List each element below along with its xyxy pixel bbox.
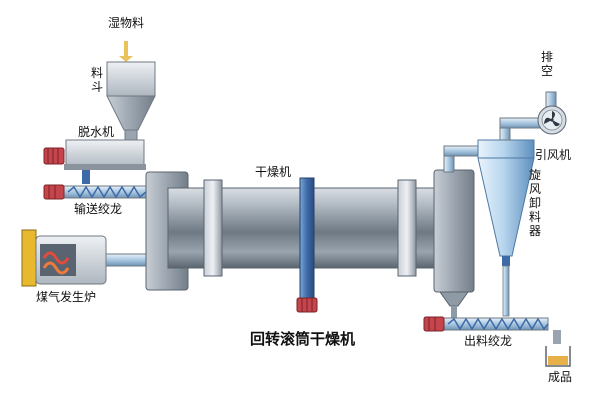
exhaust-label: 排空 (540, 50, 553, 78)
girth-gear (299, 177, 315, 299)
feed-screw-conveyor (43, 184, 151, 200)
finished-product-label: 成品 (548, 370, 573, 384)
wet-material-label: 湿物料 (108, 16, 145, 30)
rotary-drum-dryer (145, 169, 475, 318)
discharge-screw-conveyor-label: 出料绞龙 (464, 334, 513, 348)
cyclone-unloader (477, 117, 541, 317)
dewater-chute (82, 170, 90, 184)
hopper (106, 41, 156, 141)
outlet-housing (433, 169, 475, 293)
hot-gas-pipe (105, 253, 147, 267)
gas-generator-label: 煤气发生炉 (36, 290, 97, 304)
feed-conveyor-motor (43, 184, 65, 200)
induced-fan-label: 引风机 (535, 148, 572, 162)
flame-icon (42, 251, 70, 265)
discharge-screw-conveyor (423, 316, 561, 344)
hopper-label: 料斗 (90, 66, 103, 94)
product-bin (545, 346, 571, 367)
wet-material-arrowhead (119, 56, 133, 62)
cyclone-unloader-label: 旋风卸料器 (528, 168, 541, 238)
dewatering-machine (43, 139, 146, 184)
dewatering-machine-label: 脱水机 (78, 125, 115, 139)
dewatering-motor (43, 147, 65, 165)
discharge-conveyor-motor (423, 316, 445, 332)
coal-gas-generator (21, 229, 147, 287)
feed-screw-conveyor-label: 输送绞龙 (74, 202, 123, 216)
diagram-title: 回转滚筒干燥机 (250, 330, 356, 348)
fan-icon (544, 111, 560, 127)
riding-ring-right (397, 179, 417, 277)
wet-material-inlet-arrow (124, 41, 128, 57)
induced-draft-fan (537, 91, 567, 135)
dryer-label: 干燥机 (255, 165, 292, 179)
riding-ring-left (203, 179, 223, 277)
